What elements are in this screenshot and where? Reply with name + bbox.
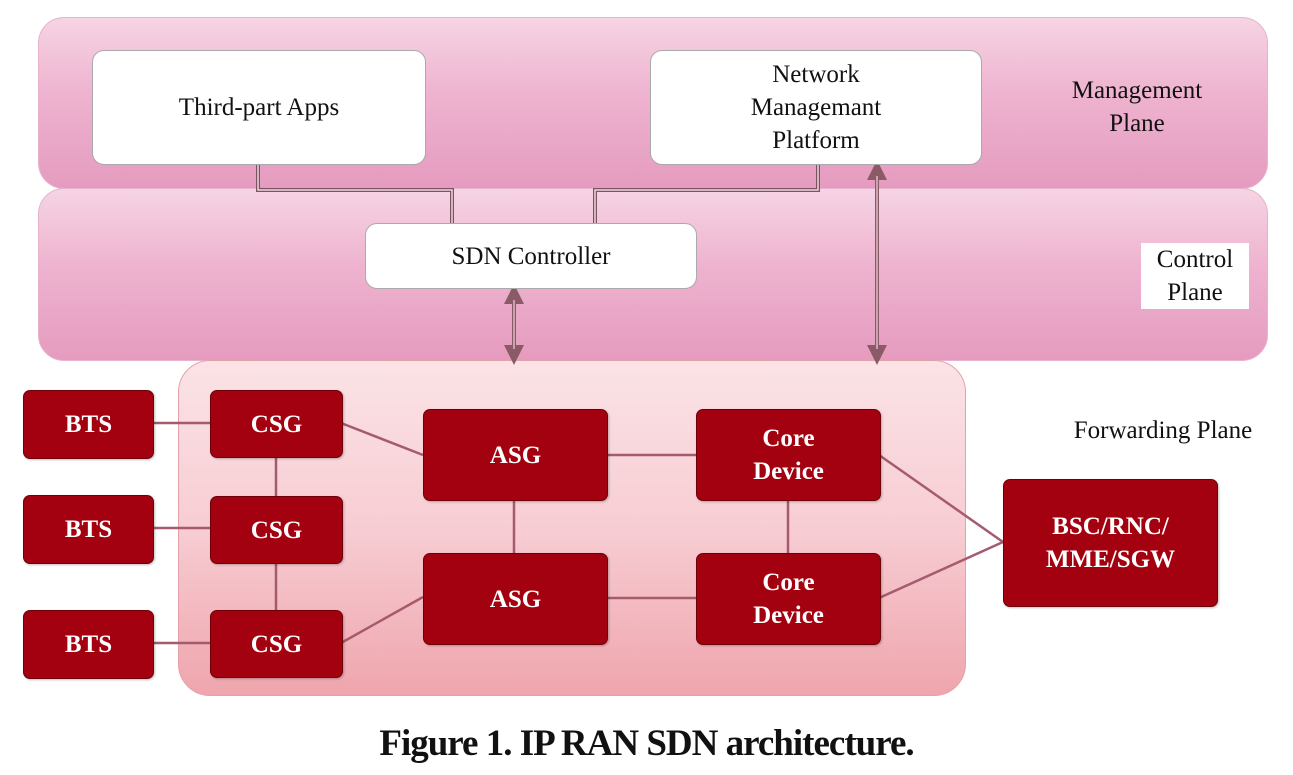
asg-node: ASG (423, 553, 608, 645)
csg-node: CSG (210, 496, 343, 564)
network-management-platform-box: Network Managemant Platform (650, 50, 982, 165)
figure-caption: Figure 1. IP RAN SDN architecture. (379, 723, 914, 764)
bts-node: BTS (23, 495, 154, 564)
sdn-controller-box: SDN Controller (365, 223, 697, 289)
csg-node: CSG (210, 390, 343, 458)
core-device-node: Core Device (696, 409, 881, 501)
core-device-node: Core Device (696, 553, 881, 645)
forwarding-plane-label: Forwarding Plane (1073, 417, 1253, 444)
bsc-rnc-mme-sgw-node: BSC/RNC/ MME/SGW (1003, 479, 1218, 607)
bts-node: BTS (23, 390, 154, 459)
asg-node: ASG (423, 409, 608, 501)
management-plane-label: Management Plane (1071, 77, 1203, 137)
link-nmp-sdn (593, 163, 820, 223)
third-party-apps-box: Third-part Apps (92, 50, 426, 165)
forwarding-links (152, 421, 1004, 645)
csg-node: CSG (210, 610, 343, 678)
control-plane-label: Control Plane (1141, 243, 1249, 309)
bts-node: BTS (23, 610, 154, 679)
link-apps-sdn (256, 163, 454, 223)
